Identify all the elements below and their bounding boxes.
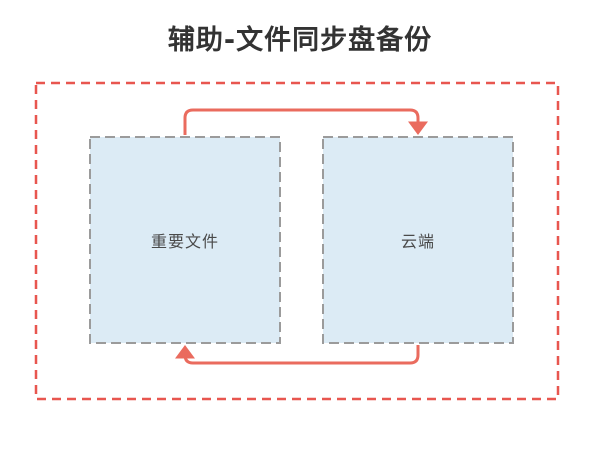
edge-restore-line: [183, 345, 420, 365]
edge-backup-line: [183, 108, 420, 135]
cloud-node-box: [322, 136, 514, 344]
outer-dashed-frame: [34, 81, 560, 401]
diagram-title: 辅助-文件同步盘备份: [167, 25, 433, 56]
edge-restore-arrowhead-up-icon: [175, 345, 195, 359]
edge-backup-arrowhead-down-icon: [408, 121, 428, 135]
important-files-node-box: [89, 136, 281, 344]
